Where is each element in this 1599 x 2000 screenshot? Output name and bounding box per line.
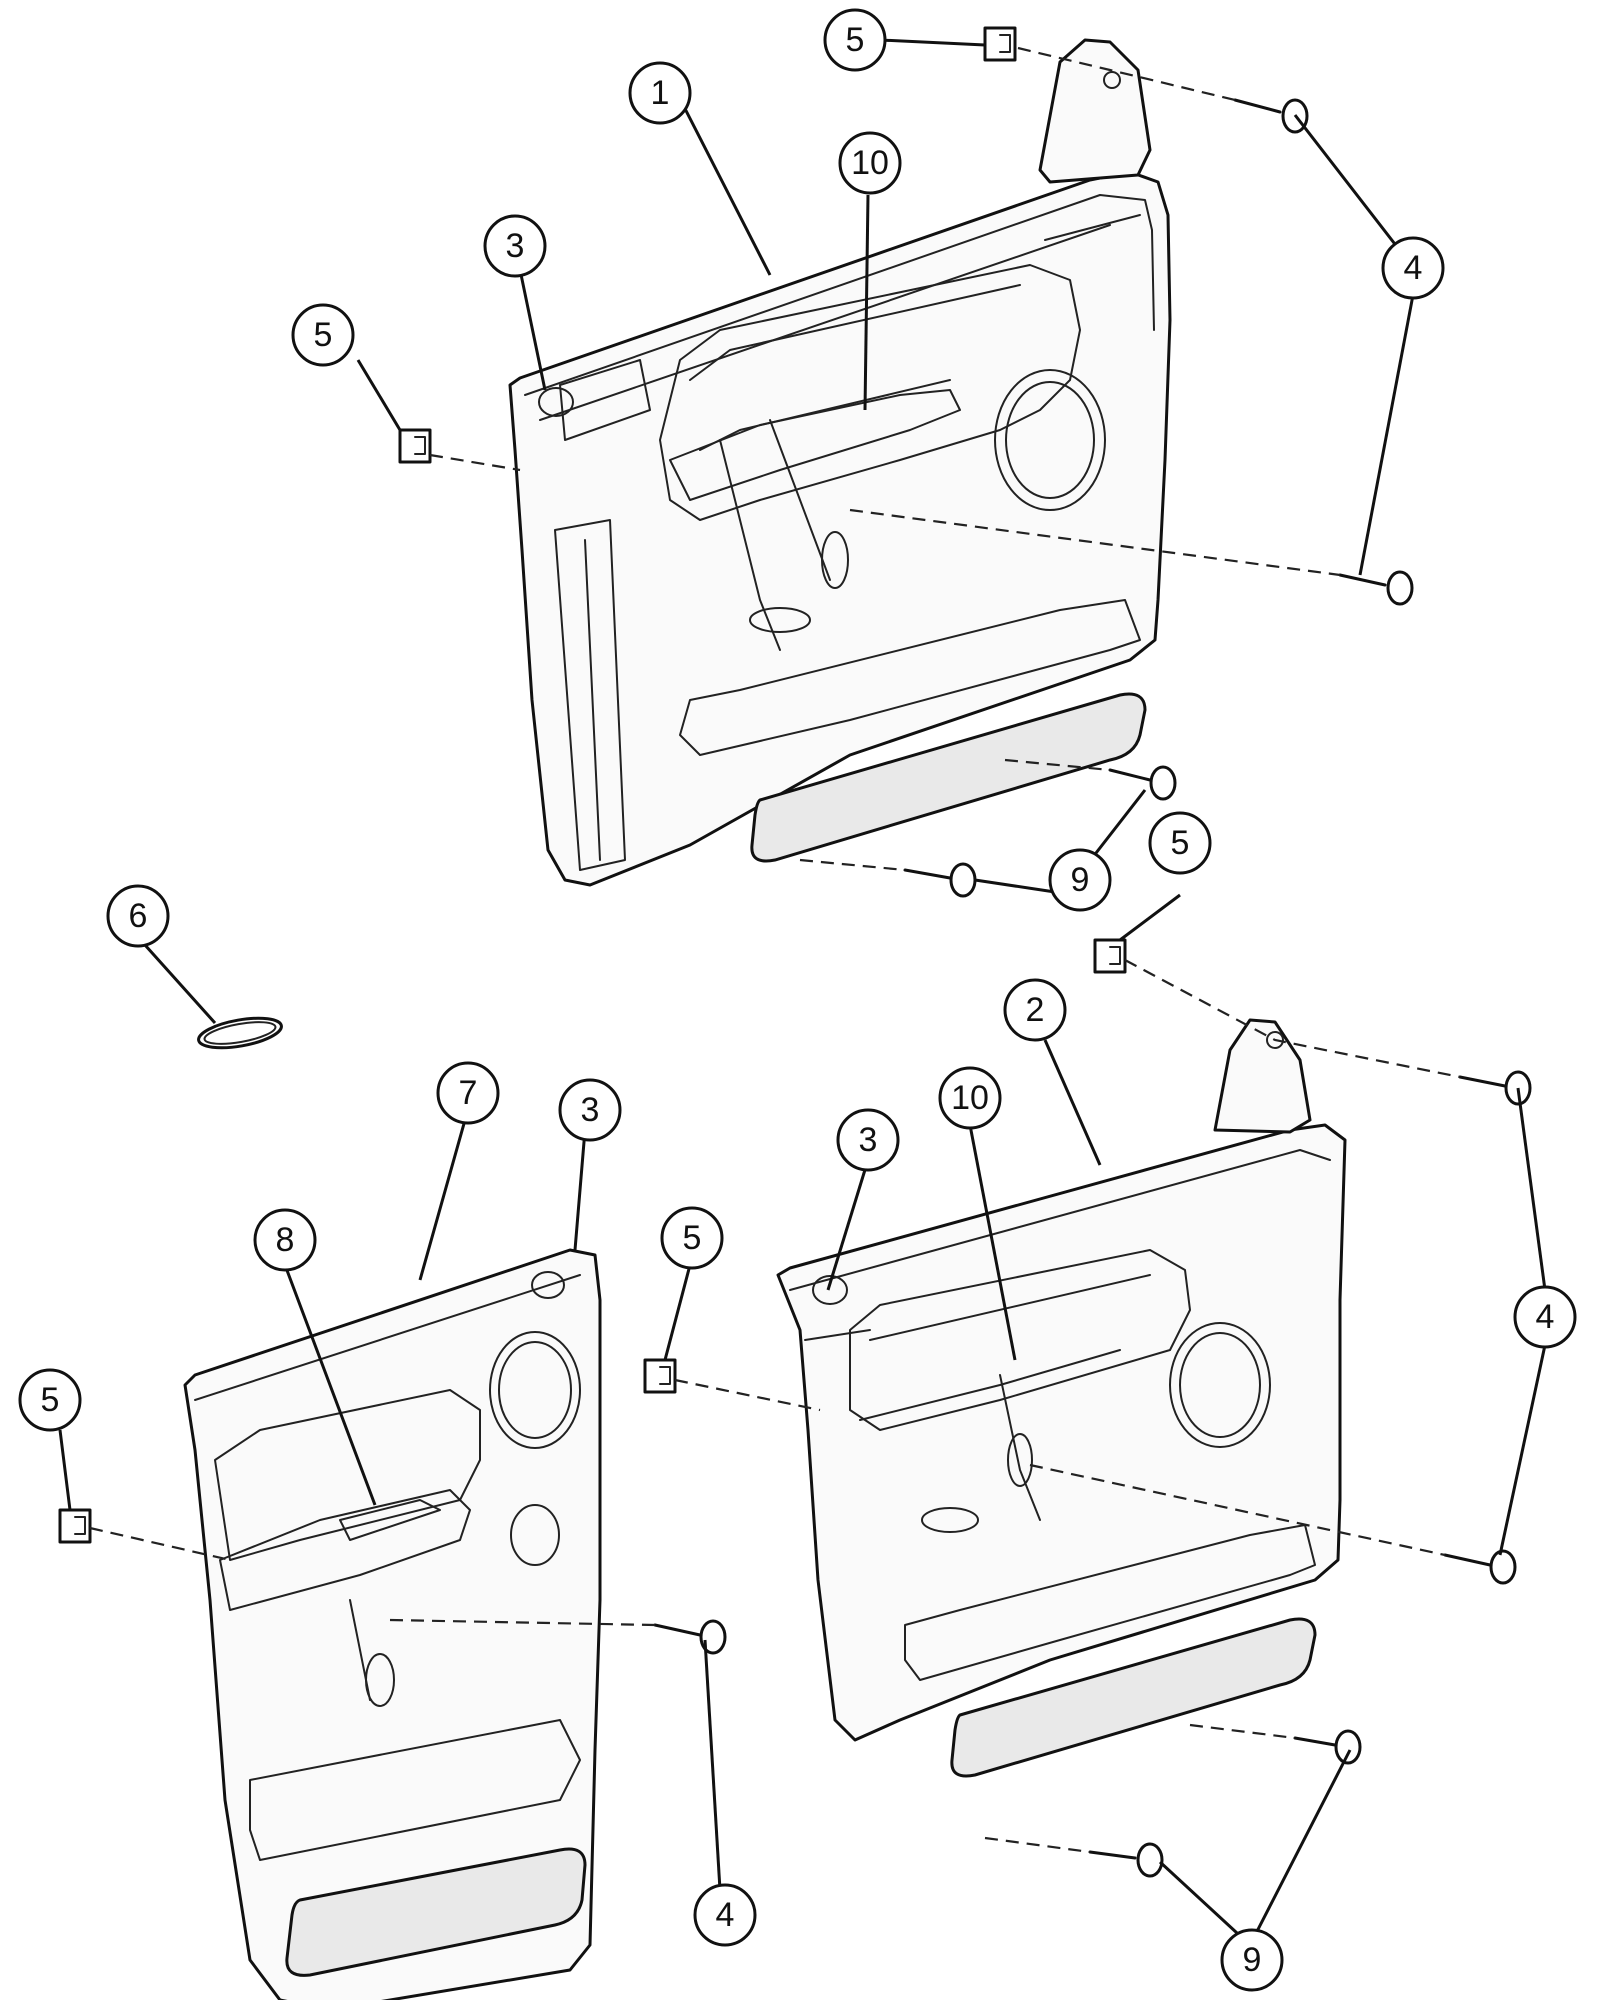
callout-10-top: 10	[838, 131, 902, 195]
callout-9-top-label: 9	[1071, 861, 1090, 899]
screw-9-lower	[903, 862, 977, 898]
callout-8-label: 8	[276, 1221, 295, 1259]
callout-5-left-upper: 5	[291, 303, 355, 367]
callout-5-left-upper-label: 5	[314, 316, 333, 354]
screw-4-top	[1233, 98, 1309, 134]
clip-5-left-upper	[398, 428, 432, 464]
front-door-trim-panel-top	[508, 38, 1172, 887]
callout-7-label: 7	[459, 1074, 478, 1112]
callout-5-left-lower-label: 5	[41, 1381, 60, 1419]
callout-5-right-mid: 5	[1148, 811, 1212, 875]
callout-3-bottom-label: 3	[859, 1121, 878, 1159]
screw-4-rear-door	[653, 1619, 727, 1655]
clip-5-left-lower	[58, 1508, 92, 1544]
callout-3-rear-label: 3	[581, 1091, 600, 1129]
callout-6-label: 6	[129, 897, 148, 935]
callout-4-top: 4	[1381, 236, 1445, 300]
callout-2: 2	[1003, 978, 1067, 1042]
assembly-lines	[89, 46, 1461, 1854]
trim-ring-6	[197, 1016, 283, 1050]
callout-5-right-mid-label: 5	[1171, 824, 1190, 862]
callout-10-top-label: 10	[851, 144, 889, 182]
front-door-trim-panel-bottom	[776, 1018, 1347, 1778]
callout-3-rear: 3	[558, 1078, 622, 1142]
callout-5-left-lower: 5	[18, 1368, 82, 1432]
screw-9-right-lower	[1088, 1842, 1164, 1878]
callout-3-top: 3	[483, 214, 547, 278]
callout-9-bottom: 9	[1220, 1928, 1284, 1992]
callout-4-rear: 4	[693, 1883, 757, 1947]
callout-10-bottom-label: 10	[951, 1079, 989, 1117]
callout-1-label: 1	[651, 74, 670, 112]
screw-4-mid	[1338, 570, 1414, 606]
callout-4-rear-label: 4	[716, 1896, 735, 1934]
callout-6: 6	[106, 884, 170, 948]
callout-1: 1	[628, 61, 692, 125]
screw-4-right-lower	[1443, 1549, 1517, 1585]
callout-7: 7	[436, 1061, 500, 1125]
callout-4-right-label: 4	[1536, 1298, 1555, 1336]
callout-5-top-label: 5	[846, 21, 865, 59]
callout-10-bottom: 10	[938, 1066, 1002, 1130]
callout-2-label: 2	[1026, 991, 1045, 1029]
clip-5-top	[983, 26, 1017, 62]
callout-5-center: 5	[660, 1206, 724, 1270]
callout-3-top-label: 3	[506, 227, 525, 265]
screw-4-right	[1458, 1070, 1532, 1106]
callout-9-bottom-label: 9	[1243, 1941, 1262, 1979]
callout-5-center-label: 5	[683, 1219, 702, 1257]
leader-lines	[58, 38, 1549, 1947]
clip-5-right-mid	[1093, 938, 1127, 974]
callout-4-top-label: 4	[1404, 249, 1423, 287]
rear-door-trim-panel	[183, 1248, 602, 2000]
clip-5-center	[643, 1358, 677, 1394]
callout-4-right: 4	[1513, 1285, 1577, 1349]
callout-3-bottom: 3	[836, 1108, 900, 1172]
callout-5-top: 5	[823, 8, 887, 72]
callout-8: 8	[253, 1208, 317, 1272]
screw-9-upper	[1108, 765, 1177, 801]
callout-9-top: 9	[1048, 848, 1112, 912]
screw-9-right-upper	[1293, 1729, 1362, 1765]
